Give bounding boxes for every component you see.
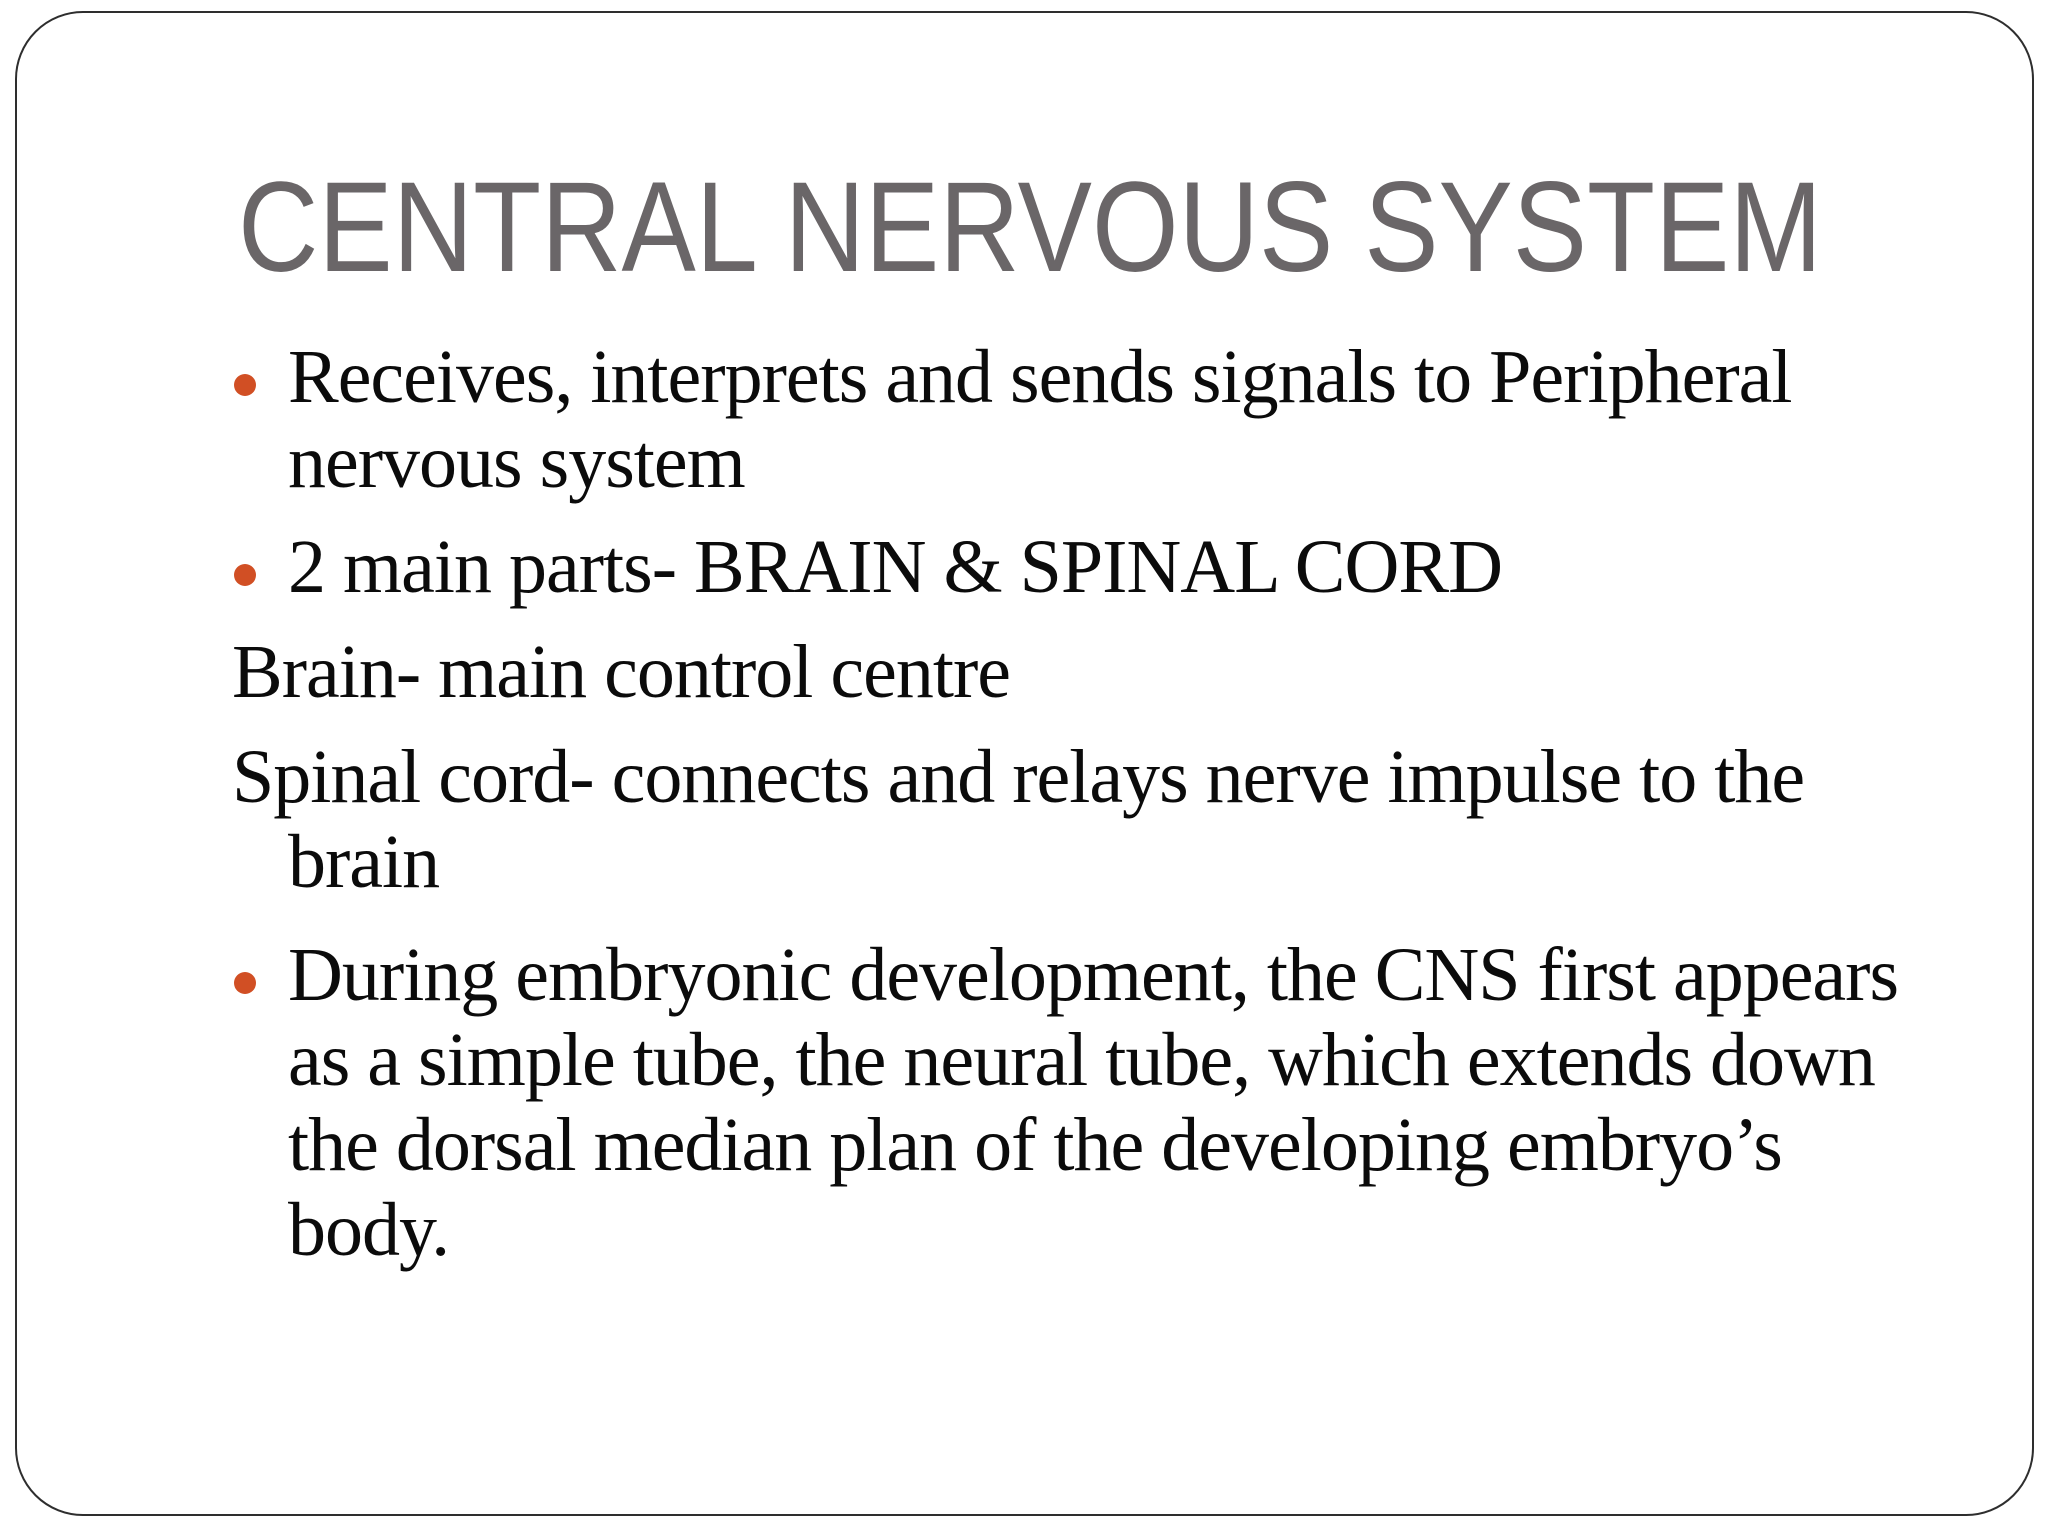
bullet-icon (234, 374, 256, 396)
text-line: brain (232, 820, 1992, 905)
bullet-item: 2 main parts- BRAIN & SPINAL CORD (232, 525, 1992, 610)
bullet-item-text: nervous system (288, 420, 746, 504)
bullet-icon (234, 972, 256, 994)
bullet-item-text: During embryonic development, the CNS fi… (288, 933, 1899, 1017)
text-line: Brain- main control centre (232, 630, 1992, 715)
text-line-text: Spinal cord- connects and relays nerve i… (232, 735, 1805, 819)
bullet-item-line: Receives, interprets and sends signals t… (232, 335, 1992, 420)
text-paragraph: Spinal cord- connects and relays nerve i… (232, 735, 1992, 905)
page-title-text: CENTRAL NERVOUS SYSTEM (238, 156, 1823, 299)
slide-body: Receives, interprets and sends signals t… (232, 335, 1992, 1273)
bullet-item-line: 2 main parts- BRAIN & SPINAL CORD (232, 525, 1992, 610)
text-line: Spinal cord- connects and relays nerve i… (232, 735, 1992, 820)
text-line-text: Brain- main control centre (232, 630, 1011, 714)
bullet-item-line: body. (232, 1188, 1992, 1273)
bullet-item-text: body. (288, 1188, 450, 1272)
bullet-item: Receives, interprets and sends signals t… (232, 335, 1992, 505)
text-paragraph: Brain- main control centre (232, 630, 1992, 715)
text-line-text: brain (288, 820, 440, 904)
bullet-item-line: as a simple tube, the neural tube, which… (232, 1018, 1992, 1103)
bullet-item-text: Receives, interprets and sends signals t… (288, 335, 1792, 419)
bullet-item-text: as a simple tube, the neural tube, which… (288, 1018, 1876, 1102)
bullet-item-text: the dorsal median plan of the developing… (288, 1103, 1783, 1187)
bullet-icon (234, 564, 256, 586)
bullet-item-line: nervous system (232, 420, 1992, 505)
bullet-item: During embryonic development, the CNS fi… (232, 933, 1992, 1273)
bullet-item-line: During embryonic development, the CNS fi… (232, 933, 1992, 1018)
bullet-item-text: 2 main parts- BRAIN & SPINAL CORD (288, 525, 1503, 609)
bullet-item-line: the dorsal median plan of the developing… (232, 1103, 1992, 1188)
page-title: CENTRAL NERVOUS SYSTEM (238, 164, 2048, 292)
